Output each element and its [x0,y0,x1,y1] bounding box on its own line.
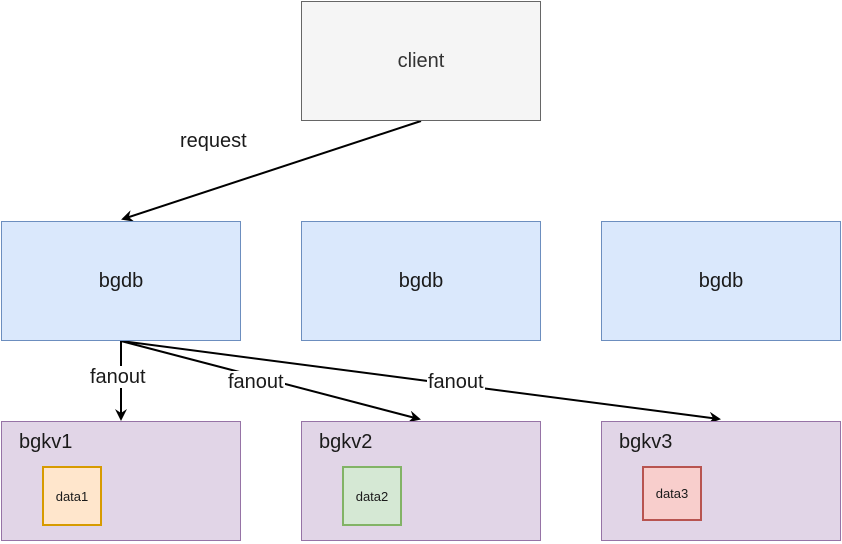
request-arrow [121,120,422,222]
request-edge-label: request [179,130,248,152]
data-block-3: data3 [642,466,702,521]
data-label-3: data3 [655,486,689,501]
bgdb-label-3: bgdb [698,269,744,292]
bgkv-label-3: bgkv3 [619,431,673,453]
data-block-1: data1 [42,466,102,526]
bgkv-node-3: bgkv3 data3 [601,421,841,541]
client-node: client [301,1,541,121]
fanout-arrow-3 [120,340,721,424]
data-label-2: data2 [355,488,389,504]
bgkv-label-2: bgkv2 [319,431,373,453]
bgdb-node-1: bgdb [1,221,241,341]
fanout-edge-label-3: fanout [427,371,485,393]
bgdb-label-2: bgdb [398,269,444,292]
fanout-edge-label-2: fanout [227,371,285,393]
data-block-2: data2 [342,466,402,526]
bgkv-label-1: bgkv1 [19,431,73,453]
bgkv-node-1: bgkv1 data1 [1,421,241,541]
bgdb-node-3: bgdb [601,221,841,341]
bgdb-label-1: bgdb [98,269,144,292]
bgkv-node-2: bgkv2 data2 [301,421,541,541]
fanout-edge-label-1: fanout [89,366,147,388]
client-label: client [397,49,445,72]
bgdb-node-2: bgdb [301,221,541,341]
data-label-1: data1 [55,488,89,504]
